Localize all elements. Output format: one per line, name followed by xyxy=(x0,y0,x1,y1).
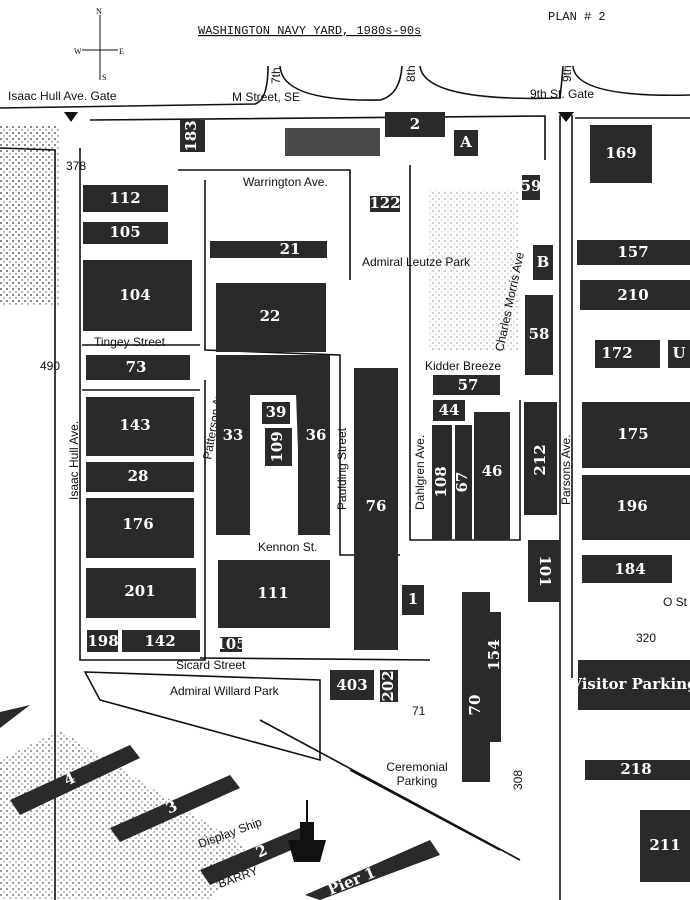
building-2: 2 xyxy=(410,115,420,133)
roads xyxy=(0,65,690,900)
o-street-label: O St xyxy=(663,595,688,609)
building-105-small: 105 xyxy=(215,635,246,653)
building-212: 212 xyxy=(531,444,549,475)
river-area xyxy=(0,730,250,900)
leutze-park-area xyxy=(428,190,518,350)
sicard-street-label: Sicard Street xyxy=(176,658,246,672)
building-111: 111 xyxy=(257,584,288,602)
building-57: 57 xyxy=(458,376,479,394)
building-122: 122 xyxy=(369,194,400,212)
building-1: 1 xyxy=(408,590,418,608)
building-46: 46 xyxy=(482,462,503,480)
ship-icon xyxy=(288,800,326,862)
stipple-area xyxy=(0,125,60,305)
building-175: 175 xyxy=(617,425,648,443)
ceremonial-parking-label: Ceremonial Parking xyxy=(386,760,448,788)
paulding-street-label: Paulding Street xyxy=(335,427,349,510)
seventh-street-label: 7th xyxy=(269,67,283,84)
building-22: 22 xyxy=(260,307,281,325)
building-154: 154 xyxy=(485,639,503,670)
kennon-street-label: Kennon St. xyxy=(258,540,317,554)
plan-number: PLAN # 2 xyxy=(548,10,606,24)
buildings: 112 105 21 104 22 73 143 28 176 201 198 … xyxy=(83,112,690,882)
tingey-street-label: Tingey Street xyxy=(94,335,166,349)
building-108: 108 xyxy=(432,466,450,497)
building-184: 184 xyxy=(614,560,645,578)
building-308-label: 308 xyxy=(511,770,525,790)
building-U: U xyxy=(672,344,685,362)
building-201: 201 xyxy=(124,582,155,600)
building-210: 210 xyxy=(617,286,648,304)
svg-text:N: N xyxy=(96,7,102,16)
building-157: 157 xyxy=(617,243,648,261)
building-211: 211 xyxy=(649,836,680,854)
building-202: 202 xyxy=(379,670,397,701)
building-44: 44 xyxy=(439,401,460,419)
building-143: 143 xyxy=(119,416,150,434)
marker-378: 378 xyxy=(66,159,86,173)
building-320-label: 320 xyxy=(636,631,656,645)
isaac-hull-ave-label: Isaac Hull Ave. xyxy=(67,421,81,500)
compass-icon: N E W S xyxy=(74,7,124,82)
building-B: B xyxy=(537,253,550,271)
building-198: 198 xyxy=(87,632,118,650)
building-70: 70 xyxy=(466,695,484,716)
isaac-hull-gate-label: Isaac Hull Ave. Gate xyxy=(8,89,117,103)
building-59: 59 xyxy=(521,177,542,195)
map-title: WASHINGTON NAVY YARD, 1980s-90s xyxy=(198,24,421,38)
warrington-ave-label: Warrington Ave. xyxy=(243,175,328,189)
building-403: 403 xyxy=(336,676,367,694)
building-172: 172 xyxy=(601,344,632,362)
building-33: 33 xyxy=(223,426,244,444)
building-A: A xyxy=(459,133,472,151)
eighth-street-label: 8th xyxy=(404,65,418,82)
ninth-gate-label: 9th St. Gate xyxy=(530,87,594,101)
building-183: 183 xyxy=(182,120,200,151)
building-58: 58 xyxy=(529,325,550,343)
piers: 4 3 2 Pier 1 xyxy=(0,705,440,900)
svg-text:S: S xyxy=(102,73,106,82)
svg-text:E: E xyxy=(119,47,124,56)
ninth-street-label: 9th xyxy=(560,65,574,82)
kidder-breeze-label: Kidder Breeze xyxy=(425,359,501,373)
building-109: 109 xyxy=(268,431,286,462)
building-36: 36 xyxy=(306,426,327,444)
building-76: 76 xyxy=(366,497,387,515)
building-28: 28 xyxy=(128,467,149,485)
willard-park-label: Admiral Willard Park xyxy=(170,684,280,698)
marker-490: 490 xyxy=(40,359,60,373)
building-196: 196 xyxy=(616,497,647,515)
visitor-parking-label: Visitor Parking xyxy=(569,675,690,693)
building-218: 218 xyxy=(620,760,651,778)
building-176: 176 xyxy=(122,515,153,533)
pier-1-label: Pier 1 xyxy=(325,863,378,898)
m-street-label: M Street, SE xyxy=(232,90,300,104)
parsons-ave-label: Parsons Ave. xyxy=(559,435,573,506)
building-21: 21 xyxy=(280,240,301,258)
building-73: 73 xyxy=(126,358,147,376)
building-142: 142 xyxy=(144,632,175,650)
leutze-park-label: Admiral Leutze Park xyxy=(362,255,471,269)
building-101: 101 xyxy=(536,555,554,586)
gate-arrow-icon xyxy=(64,112,78,122)
dahlgren-ave-label: Dahlgren Ave. xyxy=(413,435,427,510)
building-67: 67 xyxy=(453,472,471,493)
building-39: 39 xyxy=(266,403,287,421)
building-104: 104 xyxy=(119,286,150,304)
building-112: 112 xyxy=(109,189,140,207)
building-105: 105 xyxy=(109,223,140,241)
building-169: 169 xyxy=(605,144,636,162)
building-71-label: 71 xyxy=(412,704,426,718)
gate-arrow-icon xyxy=(558,112,574,122)
svg-text:W: W xyxy=(74,47,82,56)
